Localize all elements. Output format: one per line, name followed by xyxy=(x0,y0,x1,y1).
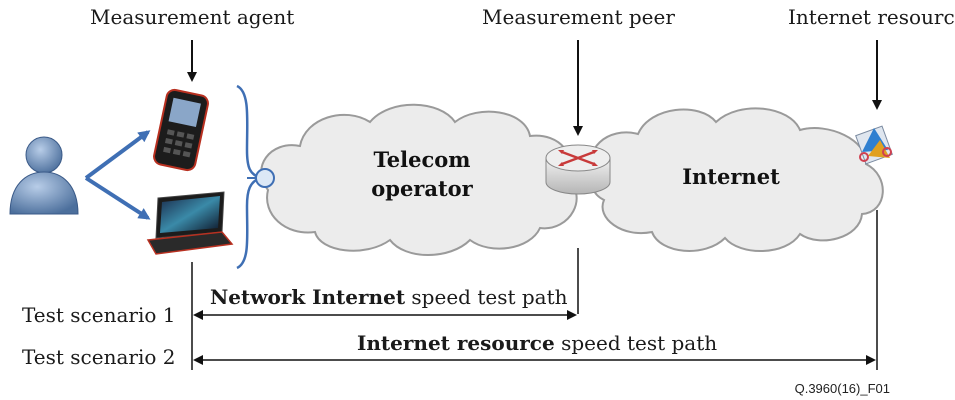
user-to-phone-arrow xyxy=(84,130,151,180)
internet-resource-icon xyxy=(855,125,893,165)
internet-resource-label: Internet resourc xyxy=(788,5,955,29)
mobile-phone-icon xyxy=(153,88,209,172)
measurement-agent-label: Measurement agent xyxy=(90,5,294,29)
telecom-cloud-line1: Telecom xyxy=(374,147,471,172)
laptop-icon xyxy=(146,191,234,255)
telecom-operator-cloud: Telecom operator xyxy=(260,103,578,256)
scenario-2-rest: speed test path xyxy=(555,331,718,355)
router-icon xyxy=(545,144,611,195)
internet-cloud-label: Internet xyxy=(682,164,780,189)
access-point-circle xyxy=(255,168,275,188)
scenario-1-path-label: Network Internet speed test path xyxy=(210,285,568,309)
scenario-1-name: Test scenario 1 xyxy=(22,303,175,327)
telecom-cloud-line2: operator xyxy=(371,176,473,201)
figure-id: Q.3960(16)_F01 xyxy=(795,381,890,396)
scenario-1-bold: Network Internet xyxy=(210,285,406,309)
user-to-laptop-arrow xyxy=(84,176,151,220)
internet-cloud: Internet xyxy=(590,107,884,252)
measurement-peer-label: Measurement peer xyxy=(482,5,675,29)
user-icon xyxy=(9,136,79,215)
scenario-2-bold: Internet resource xyxy=(357,331,555,355)
scenario-2-name: Test scenario 2 xyxy=(22,345,175,369)
scenario-1-rest: speed test path xyxy=(405,285,568,309)
scenario-2-path-label: Internet resource speed test path xyxy=(357,331,717,355)
